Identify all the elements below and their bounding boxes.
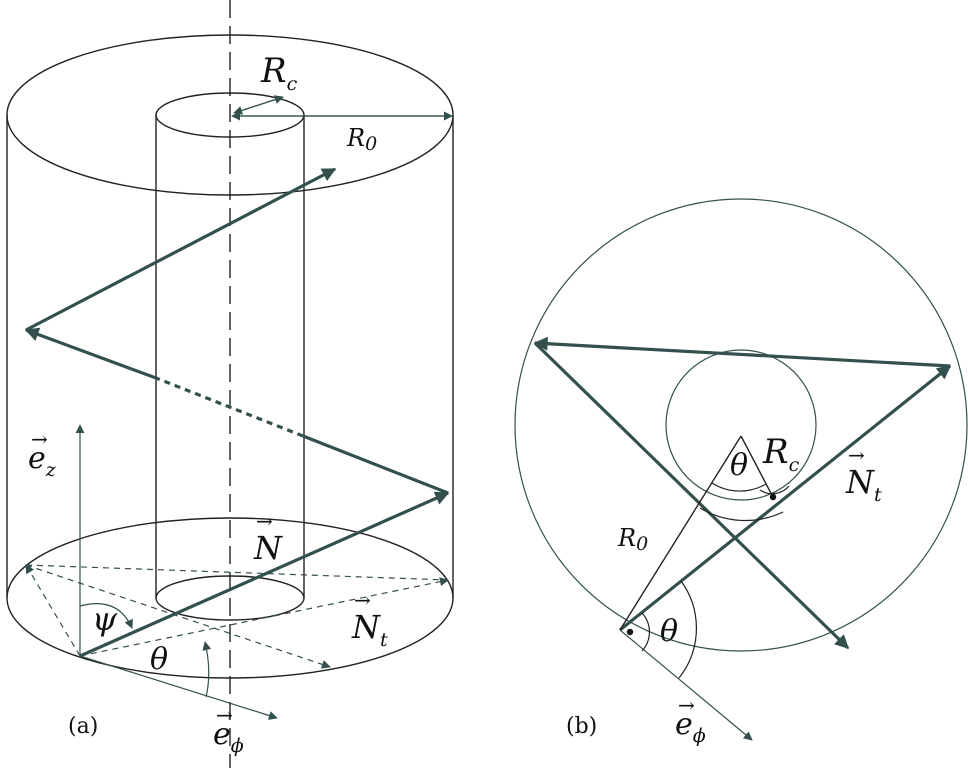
ray-chord-3 (533, 341, 850, 650)
Nt-vector-arrow-b: → (848, 443, 865, 467)
theta-arc-top-outer (699, 507, 784, 522)
core-radius-label: Rc (260, 51, 298, 95)
ray-segment-2-front (302, 434, 449, 495)
panel-a: Rc R0 ez → N → Nt → ψ θ eϕ → (a) (6, 0, 454, 768)
theta-label-bottom: θ (660, 614, 678, 649)
core-radius-arrow-back (233, 96, 284, 115)
theta-arc-bottom (678, 580, 697, 679)
right-angle-mark-top (759, 485, 790, 495)
psi-angle-arc (79, 603, 133, 629)
Nt-label-b: Nt (845, 463, 882, 506)
right-angle-dot-top (769, 493, 777, 501)
Nt-vector-label: Nt (351, 608, 388, 651)
ephi-basis-vector (79, 655, 278, 720)
ephi-tangent-vector (619, 629, 753, 741)
base-dashed-line-right (79, 577, 449, 657)
ray-chord-1 (619, 364, 952, 632)
ephi-label-a: eϕ (213, 717, 244, 757)
Nt-vector-arrow: → (354, 588, 371, 612)
ephi-label-b: eϕ (675, 707, 706, 747)
core-circle (665, 349, 817, 501)
psi-label: ψ (92, 600, 118, 638)
panel-b: θ Rc Nt → R0 θ eϕ → (b) (514, 198, 968, 747)
base-dashed-line-left (25, 564, 81, 657)
transverse-vector-dashed (25, 564, 331, 669)
right-angle-dot-bottom (626, 628, 634, 636)
outer-radius-line (619, 435, 742, 631)
ray-segment-3 (25, 167, 337, 332)
ez-label: ez (28, 441, 57, 481)
ez-vector-arrow: → (31, 427, 48, 451)
core-radius-line (740, 435, 775, 500)
ray-segment-2-back (24, 327, 157, 380)
outer-radius-label: R0 (346, 124, 377, 155)
core-radius-label-b: Rc (762, 432, 800, 476)
ephi-vector-arrow-b: → (678, 693, 695, 717)
right-angle-mark-bottom (641, 612, 651, 652)
outer-radius-label-b: R0 (617, 524, 648, 555)
ray-segment-1 (79, 491, 450, 658)
N-vector-arrow: → (256, 509, 273, 533)
theta-label-top: θ (730, 448, 748, 483)
theta-label-a: θ (150, 642, 168, 677)
ephi-vector-arrow-a: → (216, 703, 233, 727)
ray-chord-2 (533, 336, 951, 368)
theta-angle-arc (202, 641, 212, 698)
panel-a-caption: (a) (68, 714, 98, 739)
base-dashed-line-top (25, 564, 449, 581)
N-vector-label: N (253, 529, 283, 567)
theta-arc-top-inner (711, 482, 767, 492)
ray-segment-2-hidden (155, 376, 304, 438)
outer-cladding-circle (514, 198, 968, 652)
panel-b-caption: (b) (566, 714, 597, 739)
